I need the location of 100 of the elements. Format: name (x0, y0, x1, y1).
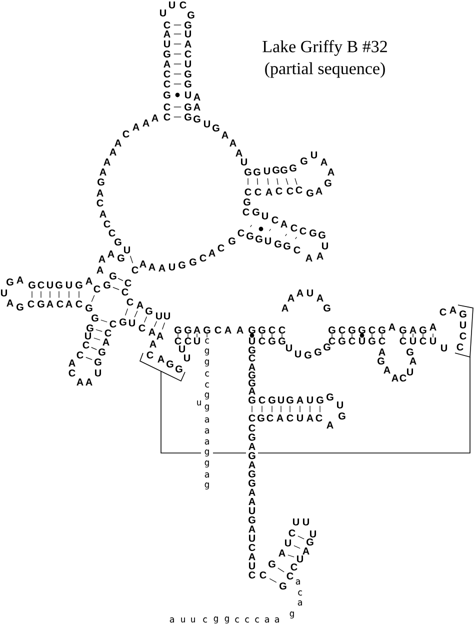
base-letter: G (378, 357, 384, 365)
base-letter: G (272, 166, 280, 174)
base-letter: g (204, 404, 209, 412)
base-letter: A (316, 294, 324, 302)
base-letter: G (204, 326, 210, 334)
base-letter: C (104, 329, 112, 337)
base-letter: A (132, 124, 140, 130)
base-letter: C (272, 216, 278, 224)
base-letter: A (296, 290, 304, 296)
base-letter: C (38, 281, 44, 289)
base-letter: G (406, 348, 414, 356)
base-letter: A (302, 548, 310, 554)
base-letter: G (164, 50, 170, 58)
base-letter: g (204, 392, 209, 400)
base-letter: A (164, 60, 170, 68)
base-letter: U (249, 562, 255, 570)
base-letter: U (66, 282, 72, 288)
base-letter: G (120, 318, 126, 326)
base-letter: C (258, 337, 266, 345)
base-letter: G (184, 21, 192, 29)
base-letter: C (124, 279, 132, 287)
base-letter: U (430, 338, 436, 344)
base-letter: C (184, 337, 192, 345)
base-letter: G (254, 168, 260, 176)
base-letter: A (276, 414, 284, 422)
base-letter: C (368, 326, 376, 334)
base-letter: C (238, 229, 244, 237)
base-letter: A (296, 396, 304, 404)
base-letter: A (104, 158, 110, 166)
base-letter: G (256, 235, 262, 243)
base-letter: C (218, 244, 224, 252)
base-letter: A (108, 250, 114, 258)
base-letter: A (248, 488, 256, 496)
base-letter: U (156, 312, 162, 320)
base-letter: U (359, 338, 365, 344)
base-letter: C (268, 326, 276, 334)
base-letter: G (248, 371, 256, 379)
base-letter: C (460, 332, 466, 340)
base-letter: G (188, 11, 194, 19)
base-letter: A (378, 348, 386, 356)
base-letter: U (297, 556, 303, 562)
base-letter: G (104, 281, 110, 289)
base-letter: U (249, 534, 255, 542)
base-letter: G (290, 164, 296, 172)
base-letter: G (246, 232, 254, 240)
base-letter: C (180, 1, 186, 9)
base-letter: A (152, 114, 158, 122)
base-letter: A (68, 360, 76, 366)
base-letter: C (68, 369, 76, 377)
base-letter: A (328, 168, 334, 176)
base-letter: G (114, 238, 122, 246)
base-letter: C (28, 300, 34, 308)
base-letter: G (98, 348, 106, 356)
base-letter: A (100, 210, 106, 218)
base-letter: G (280, 582, 286, 590)
base-letter: A (86, 278, 92, 284)
base-letter: A (388, 324, 396, 330)
base-letter: C (76, 351, 84, 359)
base-letter: G (146, 307, 152, 315)
base-letter: G (248, 396, 256, 404)
base-letter: G (94, 358, 102, 366)
base-letter: C (164, 21, 170, 29)
base-letter: C (254, 188, 262, 196)
base-letter: U (337, 402, 343, 408)
base-letter: U (184, 354, 190, 362)
base-letter: G (6, 278, 14, 286)
base-letter: G (190, 258, 196, 266)
base-letter: A (248, 498, 256, 505)
base-letter: G (16, 303, 24, 311)
base-letter: a (274, 617, 279, 623)
base-letter: C (174, 337, 182, 345)
base-letter: g (204, 482, 209, 490)
base-letter: C (348, 337, 356, 345)
base-letter: C (122, 288, 128, 296)
base-letter: C (278, 326, 286, 334)
base-letter: C (290, 563, 298, 571)
base-letter: G (184, 70, 192, 78)
base-letter: C (94, 285, 100, 293)
base-letter: C (164, 80, 170, 88)
base-letter: G (38, 300, 44, 308)
base-letter: G (76, 281, 82, 289)
base-letter: A (430, 324, 436, 330)
base-letter: u (191, 618, 195, 623)
base-letter: U (249, 507, 255, 514)
base-letter: G (420, 326, 426, 334)
base-letter: g (204, 348, 209, 356)
base-letter: C (242, 208, 250, 216)
base-letter: A (96, 266, 104, 274)
base-letter: G (268, 396, 276, 404)
base-letter: G (338, 412, 346, 420)
base-letter: G (166, 360, 174, 368)
base-letter: A (184, 40, 192, 48)
base-letter: A (320, 158, 328, 166)
base-letter: A (236, 326, 244, 334)
base-letter: C (164, 70, 170, 78)
base-letter: C (184, 50, 192, 58)
base-letter: A (100, 168, 106, 176)
base-letter: A (266, 188, 272, 196)
base-letter: A (156, 332, 164, 340)
base-letter: g (214, 616, 218, 624)
